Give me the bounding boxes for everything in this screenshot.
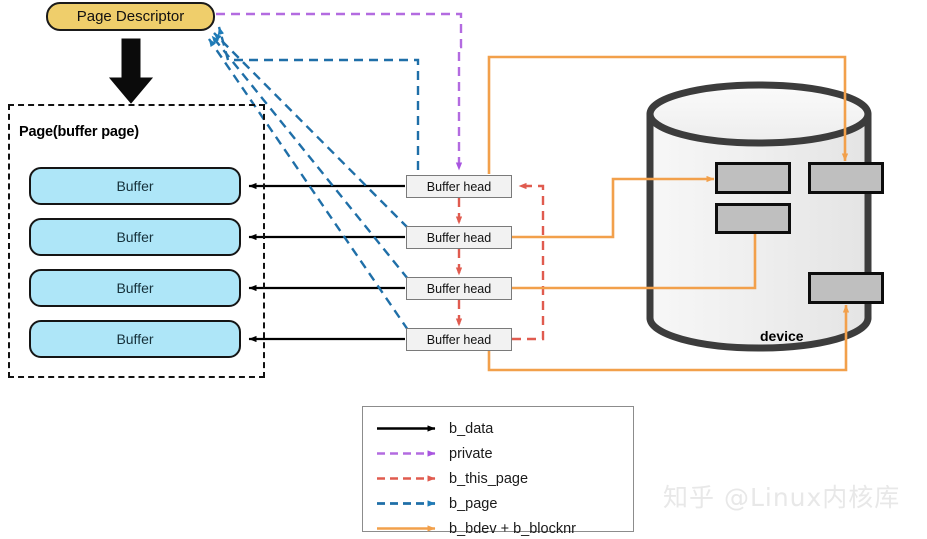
buffer-node-1[interactable]: Buffer (29, 167, 241, 205)
device-block-bottom-right[interactable] (808, 272, 884, 304)
legend-label-b-this-page: b_this_page (449, 470, 529, 487)
legend-label-b-data: b_data (449, 420, 494, 437)
legend-item-b-this-page: b_this_page (363, 466, 635, 491)
page-container-label: Page(buffer page) (19, 124, 139, 140)
buffer-head-label: Buffer head (426, 332, 492, 347)
legend-label-private: private (449, 445, 493, 462)
legend-swatch-b-page (363, 491, 449, 516)
watermark: 知乎 @Linux内核库 (663, 483, 901, 512)
buffer-node-4[interactable]: Buffer (29, 320, 241, 358)
legend-item-b-bdev-blocknr: b_bdev + b_blocknr (363, 516, 635, 539)
buffer-head-node-3[interactable]: Buffer head (406, 277, 512, 300)
buffer-head-label: Buffer head (426, 179, 492, 194)
device-block-top-left[interactable] (715, 162, 791, 194)
device-block-mid-left[interactable] (715, 203, 791, 234)
page-descriptor-node[interactable]: Page Descriptor (46, 2, 215, 31)
legend-label-b-page: b_page (449, 495, 498, 512)
edge-descriptor-to-page (108, 38, 154, 104)
legend-swatch-b-data (363, 416, 449, 441)
buffer-node-2[interactable]: Buffer (29, 218, 241, 256)
edge-bdev-2 (512, 175, 715, 239)
buffer-head-node-2[interactable]: Buffer head (406, 226, 512, 249)
buffer-label: Buffer (116, 280, 154, 296)
edge-bdev-1 (487, 55, 849, 174)
device-label: device (760, 328, 804, 344)
legend-swatch-b-bdev-blocknr (363, 516, 449, 539)
edges-b-this-page (455, 182, 545, 341)
buffer-node-3[interactable]: Buffer (29, 269, 241, 307)
buffer-label: Buffer (116, 229, 154, 245)
legend-swatch-private (363, 441, 449, 466)
legend-item-private: private (363, 441, 635, 466)
buffer-head-label: Buffer head (426, 281, 492, 296)
buffer-label: Buffer (116, 178, 154, 194)
legend-label-b-bdev-blocknr: b_bdev + b_blocknr (449, 520, 576, 537)
buffer-label: Buffer (116, 331, 154, 347)
legend-swatch-b-this-page (363, 466, 449, 491)
device-block-top-right[interactable] (808, 162, 884, 194)
edge-b-this-page-wrap (512, 182, 545, 341)
buffer-head-node-4[interactable]: Buffer head (406, 328, 512, 351)
edges-b-bdev-blocknr (487, 55, 850, 372)
page-descriptor-label: Page Descriptor (76, 8, 185, 25)
buffer-head-node-1[interactable]: Buffer head (406, 175, 512, 198)
legend-panel: b_data private b_this_page (362, 406, 635, 537)
buffer-head-label: Buffer head (426, 230, 492, 245)
legend-item-b-page: b_page (363, 491, 635, 516)
legend-item-b-data: b_data (363, 416, 635, 441)
edges-b-data (248, 182, 405, 343)
